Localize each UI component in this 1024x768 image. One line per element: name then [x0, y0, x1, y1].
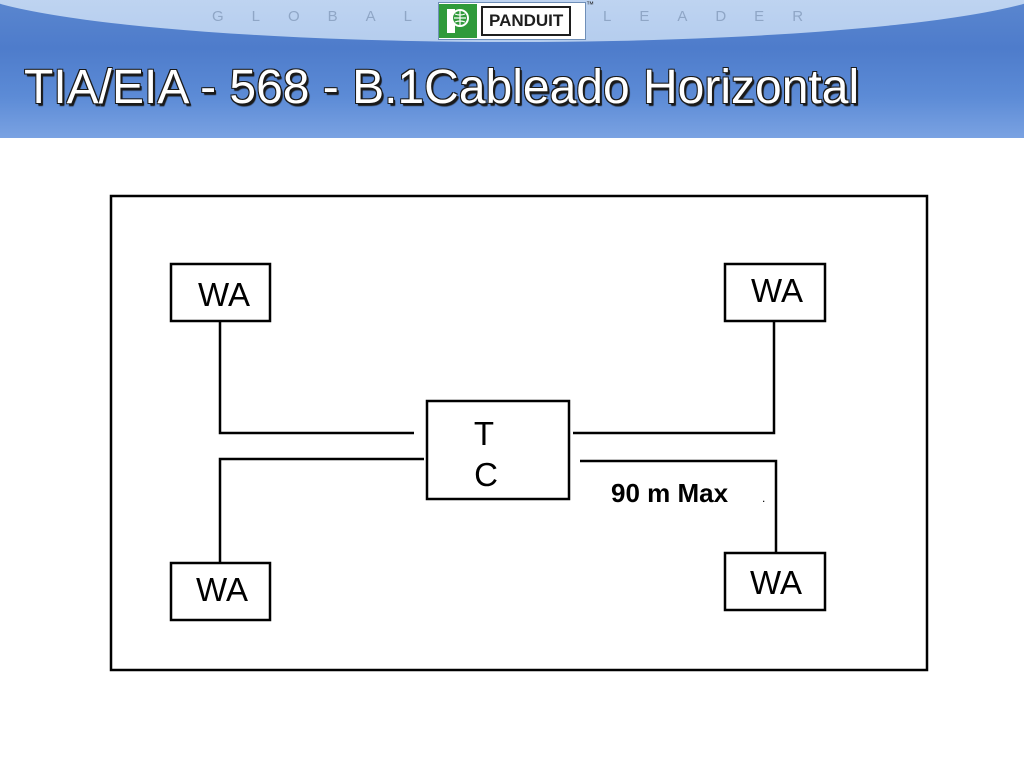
tagline-leader: LEADER — [603, 8, 832, 25]
cable-bottom-right — [580, 459, 778, 552]
max-distance-suffix: . — [762, 491, 765, 505]
telecom-closet: T C — [425, 399, 571, 501]
work-area-label: WA — [198, 276, 250, 313]
slide-title: TIA/EIA - 568 - B.1Cableado Horizontal — [24, 61, 860, 114]
work-area-box — [169, 262, 272, 323]
trademark-mark: ™ — [586, 0, 594, 9]
work-area-label: WA — [196, 571, 248, 608]
max-distance-label: 90 m Max — [611, 478, 729, 508]
telecom-closet-label-c: C — [474, 456, 498, 493]
work-area-box — [723, 262, 827, 323]
cable-bottom-left — [218, 457, 424, 562]
work-area-label: WA — [750, 564, 802, 601]
cable-top-left — [218, 320, 414, 435]
work-area-label: WA — [751, 272, 803, 309]
telecom-closet-label-t: T — [474, 415, 494, 452]
panduit-logo: PANDUIT — [438, 2, 586, 40]
telecom-closet-box — [425, 399, 571, 501]
work-area-bottom-right: WA — [723, 551, 827, 612]
tagline-global: GLOBAL — [212, 8, 441, 25]
work-area-box — [723, 551, 827, 612]
work-area-top-left: WA — [169, 262, 272, 323]
work-area-bottom-left: WA — [169, 561, 272, 622]
work-area-box — [169, 561, 272, 622]
logo-wordmark: PANDUIT — [481, 6, 572, 36]
globe-p-icon — [439, 4, 477, 38]
work-area-top-right: WA — [723, 262, 827, 323]
header-banner: GLOBAL PANDUIT ™ LEADER TIA/EIA - 568 - … — [0, 0, 1024, 138]
cable-runs — [218, 320, 778, 562]
floor-outline — [109, 194, 929, 672]
cable-top-right — [573, 320, 776, 435]
